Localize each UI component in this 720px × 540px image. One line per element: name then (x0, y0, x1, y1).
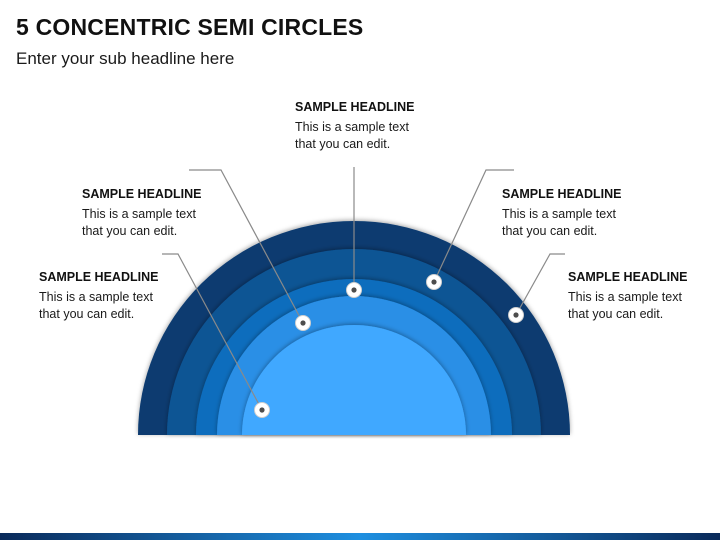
callout-text: This is a sample text that you can edit. (295, 120, 409, 151)
callout-2: SAMPLE HEADLINE This is a sample text th… (82, 187, 232, 240)
leader-line-4 (433, 169, 514, 283)
callout-text: This is a sample text that you can edit. (568, 290, 682, 321)
callout-headline: SAMPLE HEADLINE (502, 187, 622, 201)
callout-text: This is a sample text that you can edit. (502, 207, 616, 238)
semicircle-ring-5 (242, 325, 466, 435)
leader-line-5 (515, 253, 565, 316)
callout-headline: SAMPLE HEADLINE (568, 270, 688, 284)
marker-dot-3 (346, 282, 362, 298)
callout-headline: SAMPLE HEADLINE (295, 100, 415, 114)
marker-dots (254, 274, 524, 418)
callout-headline: SAMPLE HEADLINE (39, 270, 159, 284)
callout-3: SAMPLE HEADLINE This is a sample text th… (295, 100, 445, 153)
callout-4: SAMPLE HEADLINE This is a sample text th… (502, 187, 652, 240)
leader-lines (162, 167, 565, 411)
callout-5: SAMPLE HEADLINE This is a sample text th… (568, 270, 718, 323)
bottom-accent-bar (0, 533, 720, 540)
leader-line-1 (162, 253, 263, 411)
page-title: 5 CONCENTRIC SEMI CIRCLES (16, 14, 364, 40)
page-subtitle: Enter your sub headline here (16, 49, 235, 68)
marker-dot-5 (508, 307, 524, 323)
marker-dot-4 (426, 274, 442, 290)
leader-line-2 (189, 169, 304, 324)
callout-text: This is a sample text that you can edit. (39, 290, 153, 321)
callout-1: SAMPLE HEADLINE This is a sample text th… (39, 270, 189, 323)
marker-dot-1 (254, 402, 270, 418)
marker-dot-2 (295, 315, 311, 331)
callout-text: This is a sample text that you can edit. (82, 207, 196, 238)
callout-headline: SAMPLE HEADLINE (82, 187, 202, 201)
